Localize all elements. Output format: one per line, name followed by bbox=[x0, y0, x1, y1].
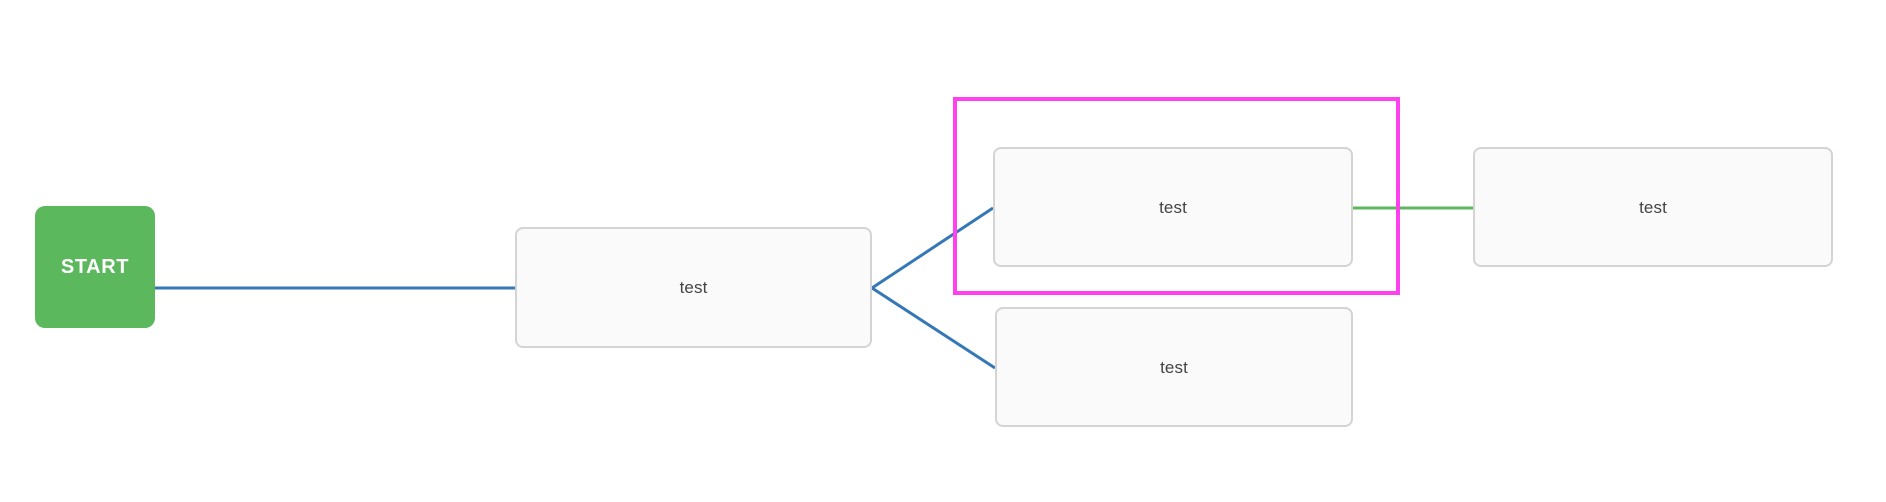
node-test-2[interactable]: test bbox=[993, 147, 1353, 267]
node-test-4[interactable]: test bbox=[1473, 147, 1833, 267]
node-test-4-label: test bbox=[1639, 197, 1667, 217]
node-test-3-label: test bbox=[1160, 357, 1188, 377]
node-test-1-label: test bbox=[679, 278, 708, 297]
start-node-label: START bbox=[60, 256, 130, 278]
edge-node-1-to-node-3[interactable] bbox=[871, 286, 996, 370]
node-test-1[interactable]: test bbox=[515, 227, 872, 348]
node-test-2-label: test bbox=[1159, 197, 1187, 217]
start-node[interactable]: START bbox=[35, 206, 155, 328]
node-test-3[interactable]: test bbox=[995, 307, 1353, 427]
selection-rectangle[interactable] bbox=[953, 97, 1400, 295]
